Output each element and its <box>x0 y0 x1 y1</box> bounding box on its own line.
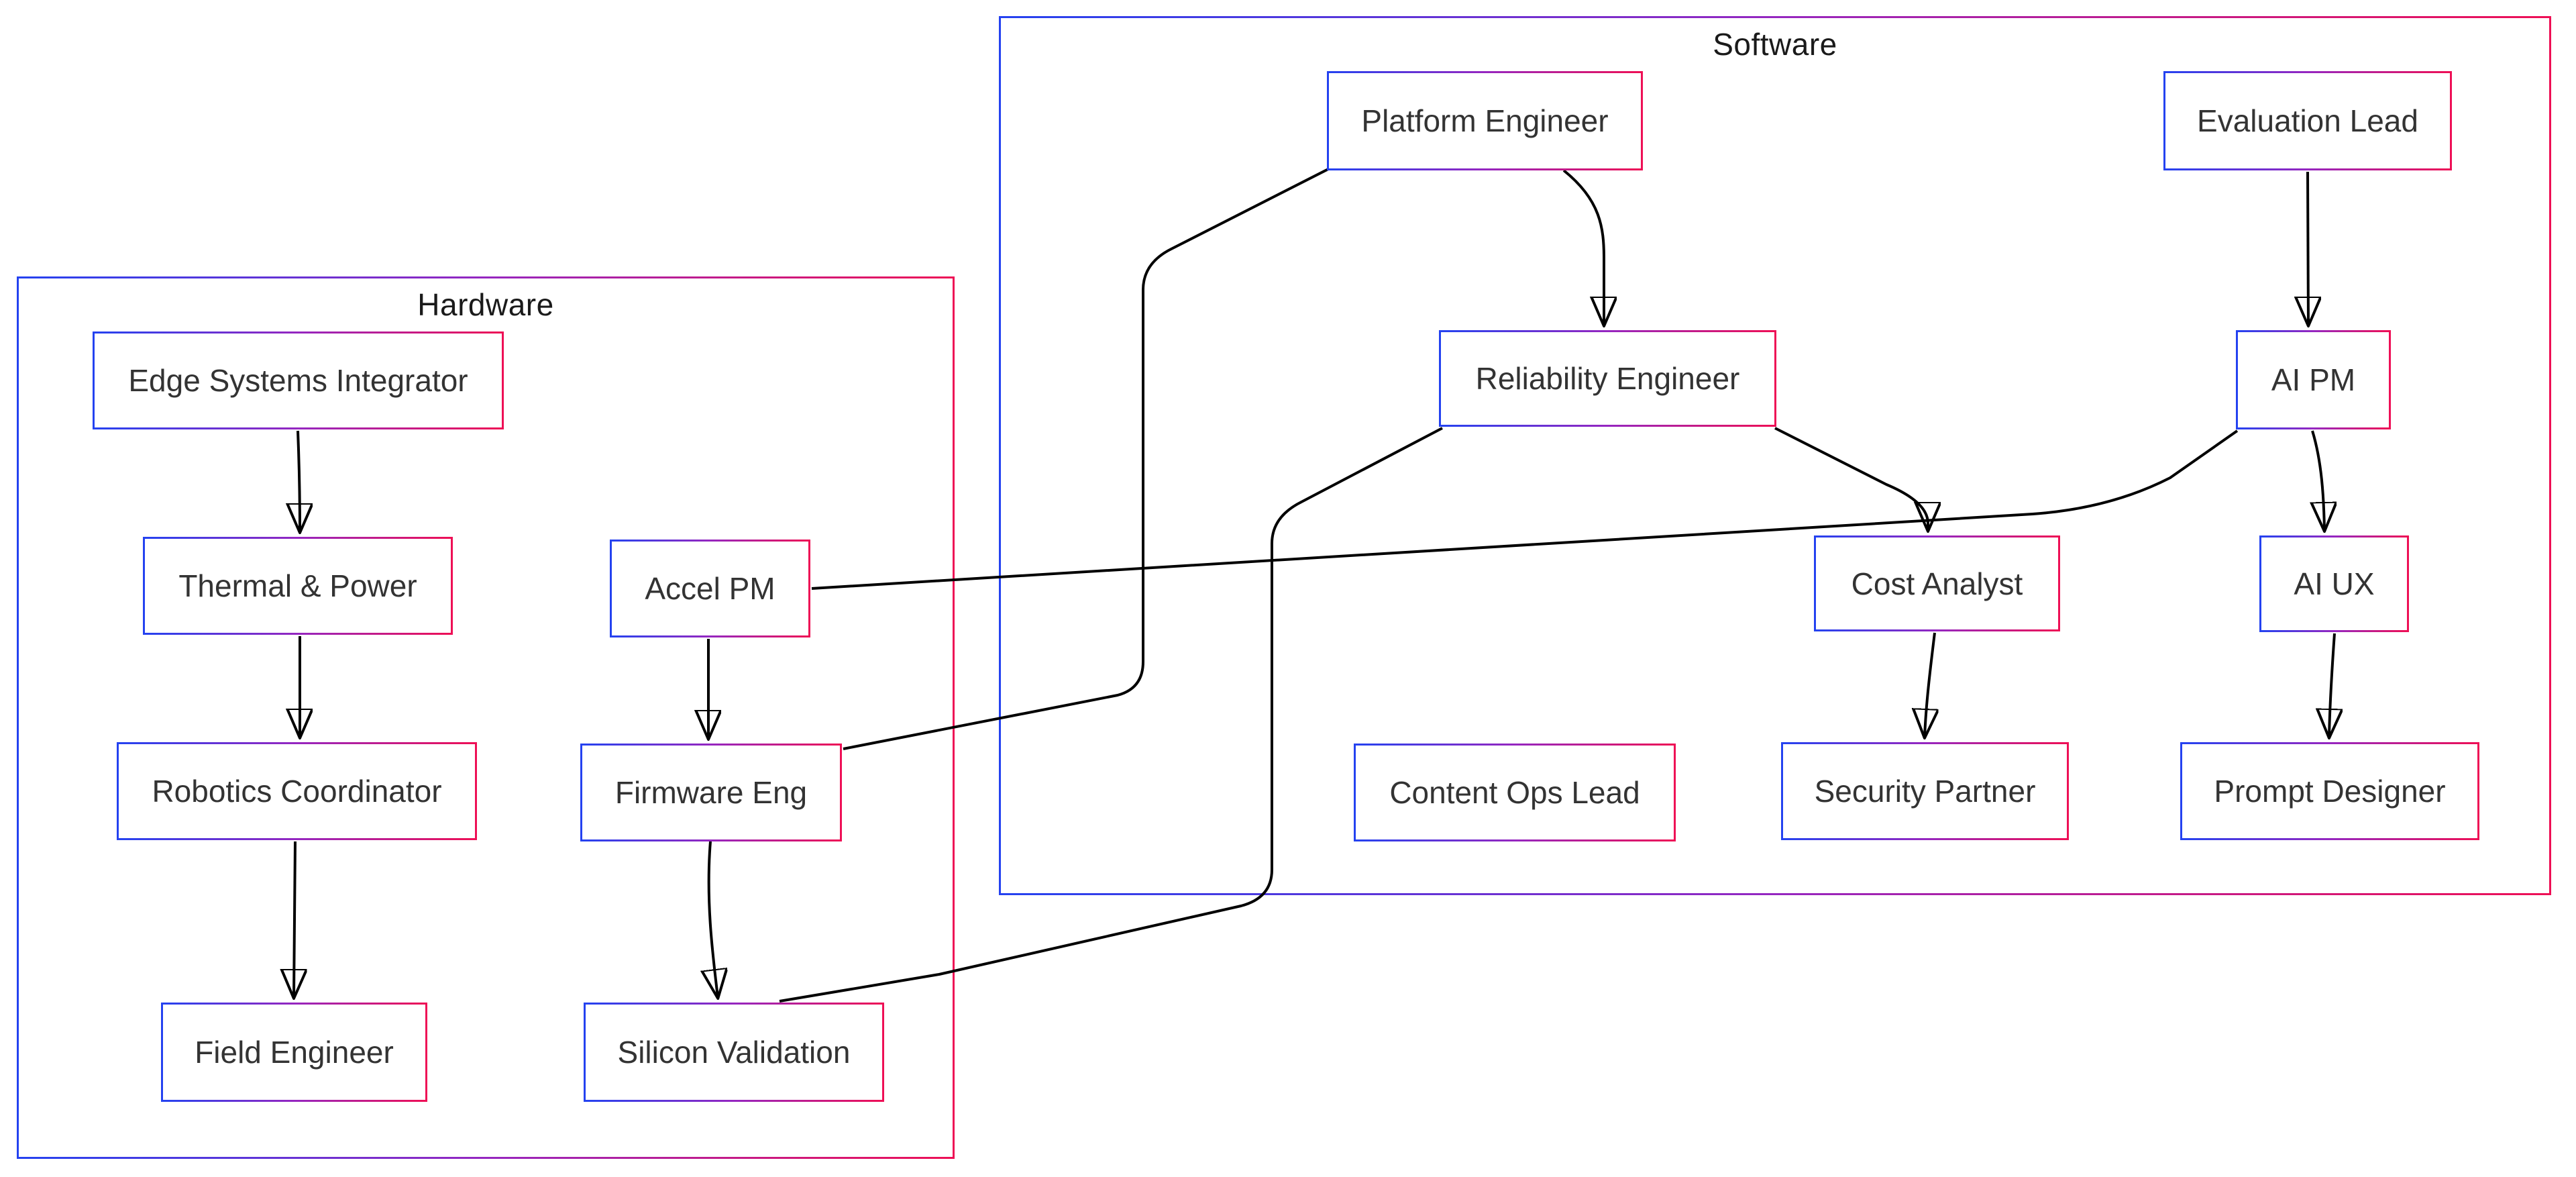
container-hardware-label: Hardware <box>417 287 554 322</box>
node-cost-analyst: Cost Analyst <box>1814 535 2060 631</box>
node-thermal-power-label: Thermal & Power <box>178 568 417 603</box>
node-reliability-engineer: Reliability Engineer <box>1439 330 1776 427</box>
node-field-engineer-label: Field Engineer <box>195 1035 394 1070</box>
node-silicon-validation: Silicon Validation <box>584 1003 884 1102</box>
edge-reliability-engineer-cost-analyst <box>1774 427 1928 530</box>
edge-ai-pm-ai-ux <box>2312 430 2324 530</box>
node-cost-analyst-label: Cost Analyst <box>1851 566 2023 601</box>
node-ai-ux: AI UX <box>2259 535 2409 632</box>
node-reliability-engineer-label: Reliability Engineer <box>1475 361 1740 396</box>
node-security-partner: Security Partner <box>1781 742 2069 840</box>
node-firmware-eng-label: Firmware Eng <box>614 775 808 810</box>
container-software-label: Software <box>1713 27 1837 62</box>
node-robotics-coordinator-label: Robotics Coordinator <box>152 774 442 809</box>
node-ai-pm: AI PM <box>2236 330 2391 429</box>
edge-platform-engineer-reliability-engineer <box>1562 169 1604 325</box>
node-evaluation-lead-label: Evaluation Lead <box>2197 103 2418 138</box>
node-platform-engineer-label: Platform Engineer <box>1361 103 1609 138</box>
node-robotics-coordinator: Robotics Coordinator <box>117 742 477 840</box>
node-thermal-power: Thermal & Power <box>143 537 453 635</box>
edge-edge-systems-integrator-thermal-power <box>298 430 300 531</box>
node-ai-ux-label: AI UX <box>2294 566 2375 601</box>
node-content-ops-lead: Content Ops Lead <box>1354 744 1676 841</box>
edge-cost-analyst-security-partner <box>1925 632 1935 737</box>
edge-accel-pm-ai-pm <box>811 429 2239 590</box>
edge-platform-engineer-firmware-eng <box>843 168 1329 750</box>
node-edge-systems-integrator-label: Edge Systems Integrator <box>128 363 468 398</box>
node-content-ops-lead-label: Content Ops Lead <box>1389 775 1640 810</box>
node-platform-engineer: Platform Engineer <box>1327 71 1643 170</box>
node-accel-pm: Accel PM <box>610 540 810 637</box>
node-evaluation-lead: Evaluation Lead <box>2163 71 2452 170</box>
node-prompt-designer-label: Prompt Designer <box>2214 774 2446 809</box>
node-silicon-validation-label: Silicon Validation <box>617 1035 851 1070</box>
edge-robotics-coordinator-field-engineer <box>294 841 295 997</box>
edge-ai-ux-prompt-designer <box>2329 633 2334 737</box>
node-security-partner-label: Security Partner <box>1814 774 2036 809</box>
edge-firmware-eng-silicon-validation <box>709 841 718 997</box>
node-ai-pm-label: AI PM <box>2271 362 2356 397</box>
node-prompt-designer: Prompt Designer <box>2180 742 2479 840</box>
edge-reliability-engineer-silicon-validation <box>779 427 1443 1003</box>
node-field-engineer: Field Engineer <box>161 1003 427 1102</box>
node-accel-pm-label: Accel PM <box>645 571 775 606</box>
node-edge-systems-integrator: Edge Systems Integrator <box>93 331 504 429</box>
node-firmware-eng: Firmware Eng <box>580 744 842 841</box>
